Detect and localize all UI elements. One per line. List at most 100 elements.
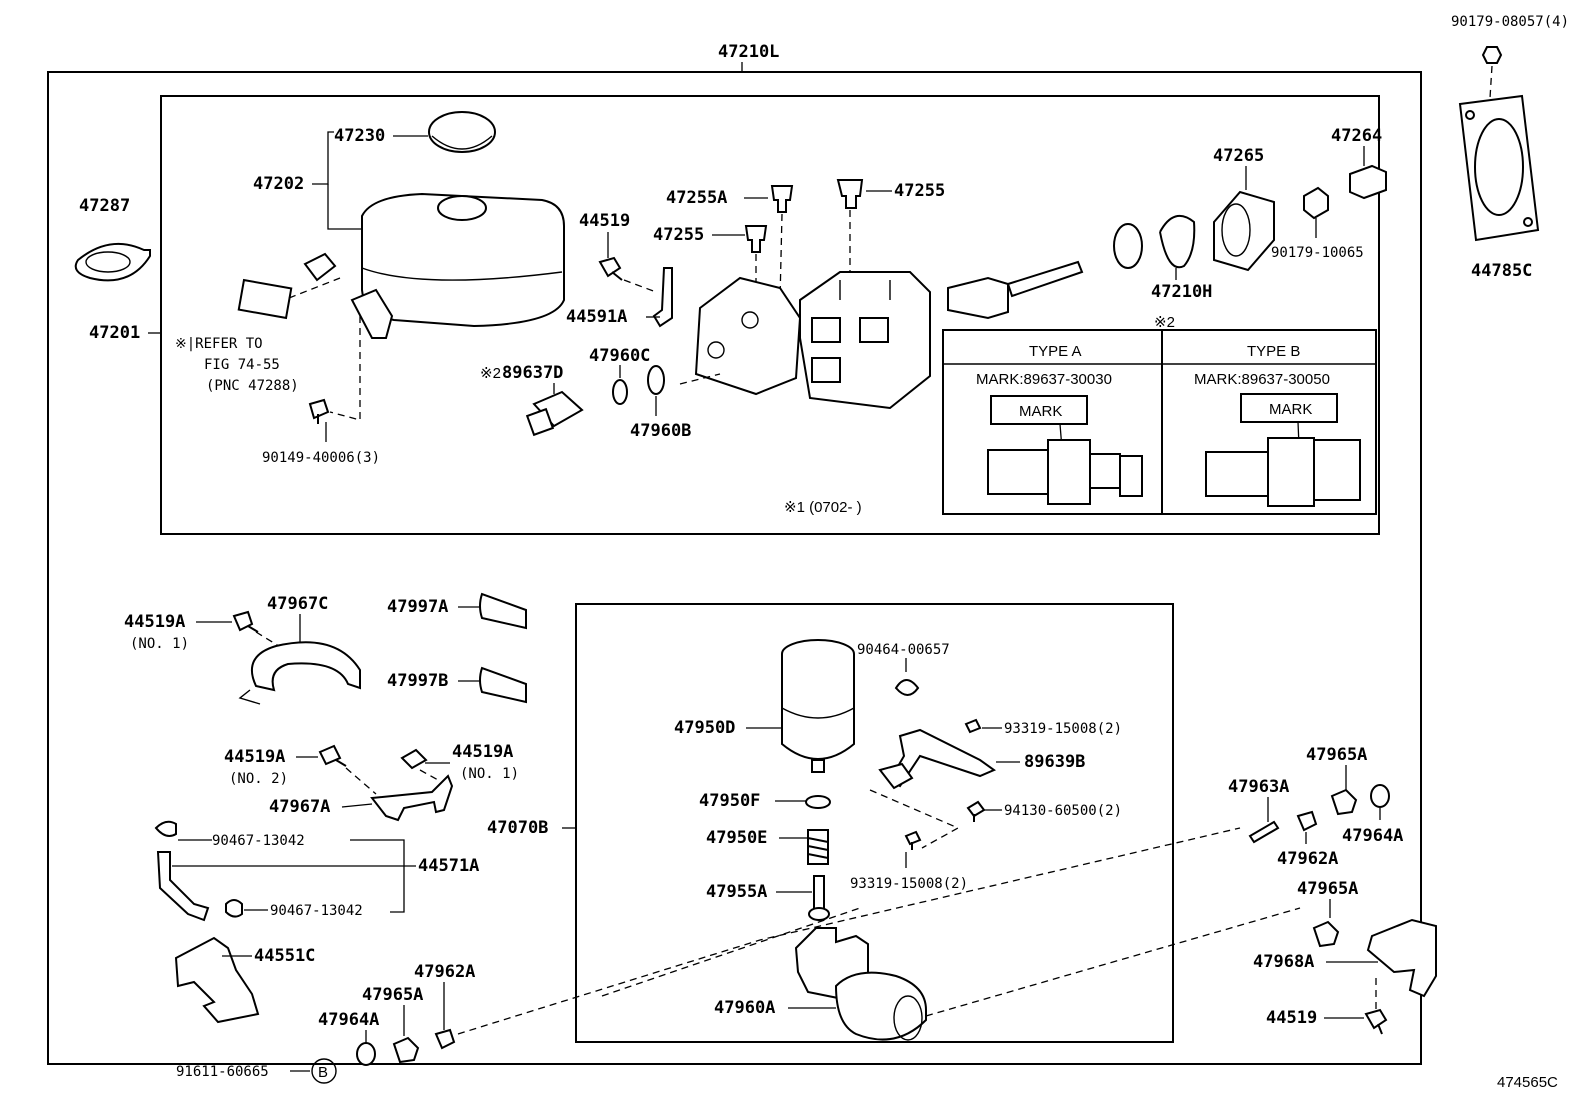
tube-bracket-44551C-icon — [174, 936, 260, 1024]
pump-end-cap-icon — [893, 995, 923, 1041]
clamp-47967C-icon — [251, 641, 361, 692]
bracket-47967A-icon — [370, 774, 454, 822]
label-47963A: 47963A — [1228, 777, 1289, 797]
o-ring-47950F-icon — [805, 795, 831, 809]
reservoir-filler-neck-icon — [437, 195, 487, 221]
label-90467-13042-b: 90467-13042 — [270, 903, 363, 919]
pump-frame-47070B — [575, 603, 1174, 1043]
sensor-table-ref: ※2 — [1154, 314, 1175, 331]
label-44519A-no2-note: (NO. 2) — [229, 771, 288, 787]
label-44519A-no2: 44519A — [224, 747, 285, 767]
collar-47963A-icon — [1248, 820, 1280, 844]
assembly-frame-47210L — [47, 71, 1422, 1065]
reservoir-bracket-icon — [350, 288, 394, 339]
washer-47960C-icon — [612, 379, 628, 405]
gasket-hole-icon — [1474, 118, 1524, 216]
note-refer-line1: ※|REFER TO — [175, 336, 263, 352]
label-47201: 47201 — [89, 323, 140, 343]
bolt-44519A-icon — [318, 744, 347, 767]
leader — [341, 803, 373, 808]
note-refer-line3: (PNC 47288) — [206, 378, 299, 394]
type-a-mark-number: MARK:89637-30030 — [976, 371, 1112, 388]
cushion-47962A-icon — [1296, 810, 1318, 832]
plug-47255-icon — [744, 225, 768, 253]
label-44551C: 44551C — [254, 946, 315, 966]
screw-90149-icon — [308, 398, 330, 424]
label-94130-60500: 94130-60500(2) — [1004, 803, 1122, 819]
leader — [350, 839, 405, 913]
label-47965A-r: 47965A — [1306, 745, 1367, 765]
label-47287: 47287 — [79, 196, 130, 216]
note-refer-line2: FIG 74-55 — [204, 357, 280, 373]
cushion-47997B-icon — [479, 666, 527, 704]
figure-code: 474565C — [1497, 1074, 1558, 1091]
master-cylinder-body-icon — [694, 276, 802, 396]
label-47997A: 47997A — [387, 597, 448, 617]
label-47255-right: 47255 — [894, 181, 945, 201]
type-a-sensor-thread-icon — [987, 449, 1049, 495]
label-44571A: 44571A — [418, 856, 479, 876]
type-b-sensor-thread-icon — [1205, 451, 1269, 497]
label-47964A-bl: 47964A — [318, 1010, 379, 1030]
label-90467-13042-a: 90467-13042 — [212, 833, 305, 849]
dashed-leader — [779, 213, 783, 301]
label-47070B: 47070B — [487, 818, 548, 838]
type-a-sensor-neck-icon — [1089, 453, 1121, 489]
label-44519-br: 44519 — [1266, 1008, 1317, 1028]
label-47965A-bl: 47965A — [362, 985, 423, 1005]
type-b-mark-number: MARK:89637-30050 — [1194, 371, 1330, 388]
collar-47964A-icon — [356, 1042, 376, 1066]
actuator-connector-icon — [859, 317, 889, 343]
nut-90179-10065-icon — [1303, 186, 1329, 220]
type-a-title: TYPE A — [1029, 343, 1082, 360]
type-a-mark-label: MARK — [1019, 403, 1062, 420]
callout-circle-b — [311, 1058, 337, 1084]
clip-90467-icon — [154, 820, 177, 837]
type-a-mark-box — [990, 395, 1088, 425]
o-ring-47960B-icon — [647, 365, 665, 395]
label-47265: 47265 — [1213, 146, 1264, 166]
sensor-connector-icon — [525, 407, 555, 437]
plug-47255-icon — [836, 179, 864, 209]
label-44519A-no1: 44519A — [124, 612, 185, 632]
clip-90467-icon — [225, 899, 243, 918]
leader — [327, 184, 370, 230]
type-b-sensor-body-icon — [1313, 439, 1361, 501]
gasket-47287-icon — [74, 243, 151, 282]
spring-47950E-icon — [807, 829, 829, 865]
cushion-47962A-icon — [434, 1028, 456, 1050]
label-47255-left: 47255 — [653, 225, 704, 245]
bolt-93319-icon — [904, 830, 922, 850]
clevis-47264-icon — [1349, 164, 1387, 200]
label-93319-15008-b: 93319-15008(2) — [850, 876, 968, 892]
callout-circle-b-label: B — [318, 1064, 328, 1081]
label-plate-47288-icon — [237, 278, 293, 320]
label-47255A: 47255A — [666, 188, 727, 208]
label-47264: 47264 — [1331, 126, 1382, 146]
bolt-hole-icon — [1465, 110, 1475, 120]
dashed-leader — [925, 907, 1301, 1017]
pin-head-icon — [808, 907, 830, 921]
dashed-leader — [419, 769, 439, 781]
pump-motor-47950D-icon — [781, 654, 855, 760]
dashed-leader — [679, 373, 721, 385]
reservoir-connector-icon — [303, 252, 337, 282]
type-b-mark-label: MARK — [1269, 401, 1312, 418]
dashed-leader — [329, 316, 361, 421]
label-47202: 47202 — [253, 174, 304, 194]
plug-47255A-icon — [770, 185, 794, 213]
label-44519A-no1-b-note: (NO. 1) — [460, 766, 519, 782]
label-47960C: 47960C — [589, 346, 650, 366]
dashed-leader — [1489, 65, 1493, 99]
bracket-47968A-icon — [1366, 918, 1437, 998]
bracket-44591A-icon — [652, 267, 673, 328]
label-89637D: 89637D — [502, 363, 563, 383]
label-47964A-r: 47964A — [1342, 826, 1403, 846]
hose-44571A-icon — [156, 851, 210, 922]
label-47997B: 47997B — [387, 671, 448, 691]
type-b-mark-box — [1240, 393, 1338, 423]
label-47962A-bl: 47962A — [414, 962, 475, 982]
label-90179-10065: 90179-10065 — [1271, 245, 1364, 261]
push-rod-body-icon — [947, 276, 1009, 320]
